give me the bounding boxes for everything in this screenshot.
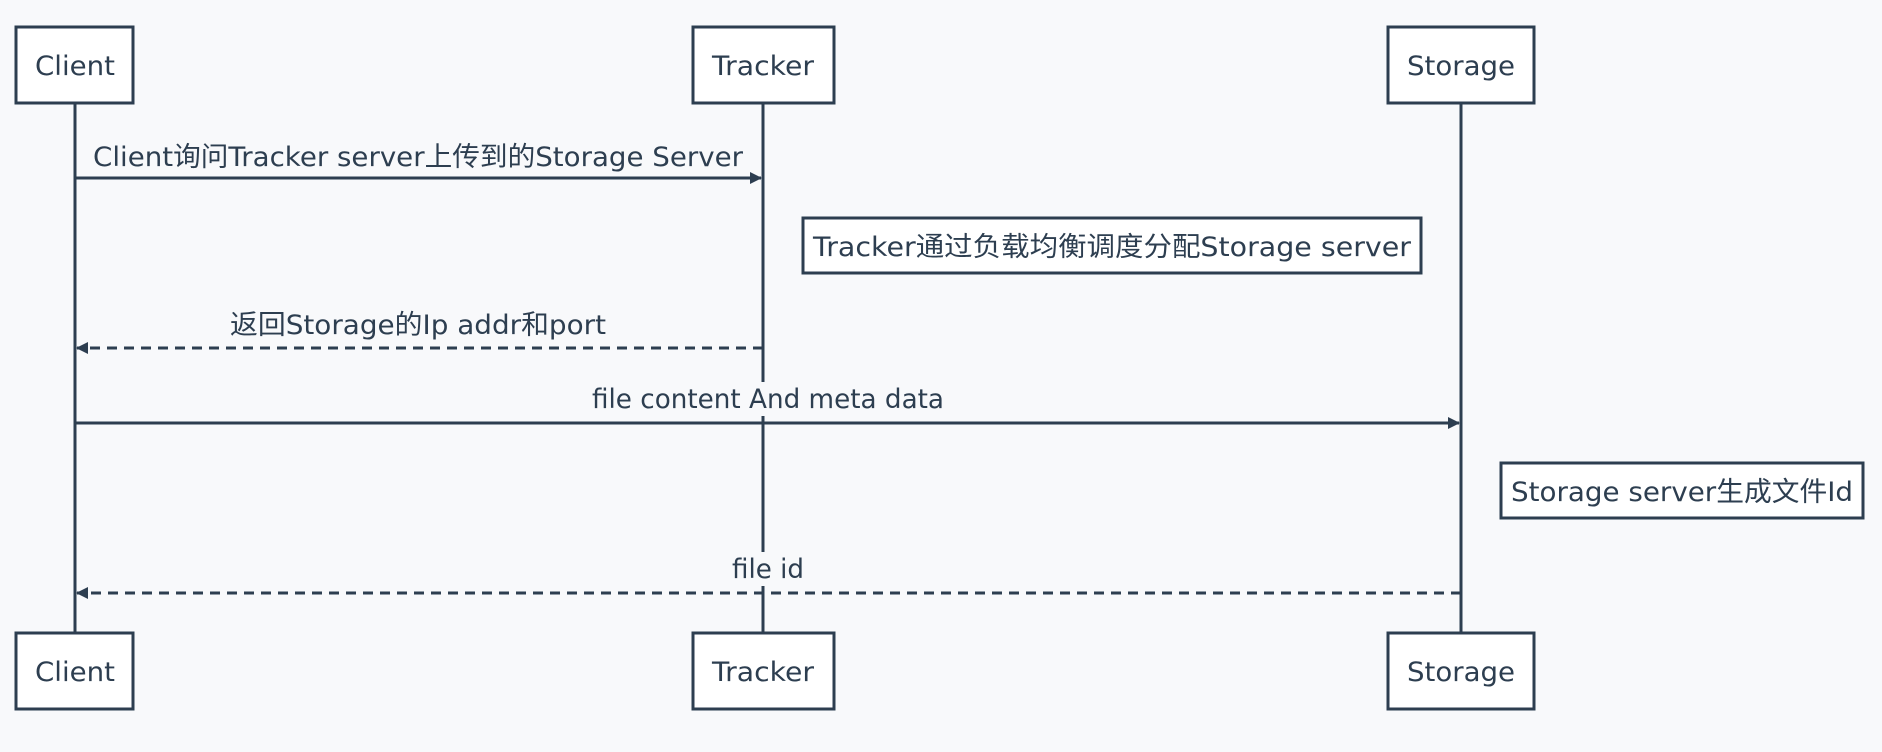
message-label-return-address: 返回Storage的Ip addr和port: [230, 310, 606, 341]
note-tracker-box: [801, 216, 1423, 275]
participant-client-bottom: Client: [14, 631, 135, 711]
message-label-file-content: file content And meta data: [592, 384, 944, 415]
participant-tracker-top: Tracker: [691, 25, 836, 105]
note-storage-box: [1499, 461, 1865, 520]
note-tracker-text: Tracker通过负载均衡调度分配Storage server: [812, 232, 1412, 263]
message-label-query-tracker: Client询问Tracker server上传到的Storage Server: [93, 142, 744, 173]
participant-label: Storage: [1407, 51, 1515, 82]
participant-label: Client: [35, 657, 115, 688]
participant-label: Client: [35, 51, 115, 82]
participant-client-top: Client: [14, 25, 135, 105]
participant-label: Storage: [1407, 657, 1515, 688]
participant-storage-top: Storage: [1386, 25, 1536, 105]
note-storage-text: Storage server生成文件Id: [1511, 477, 1853, 508]
participant-storage-bottom: Storage: [1386, 631, 1536, 711]
message-label-file-id: file id: [732, 554, 804, 585]
participant-tracker-bottom: Tracker: [691, 631, 836, 711]
message-label-bg-file-id: [724, 552, 804, 586]
participant-label: Tracker: [711, 657, 815, 688]
message-label-bg-file-content: [588, 382, 948, 416]
participant-label: Tracker: [711, 51, 815, 82]
